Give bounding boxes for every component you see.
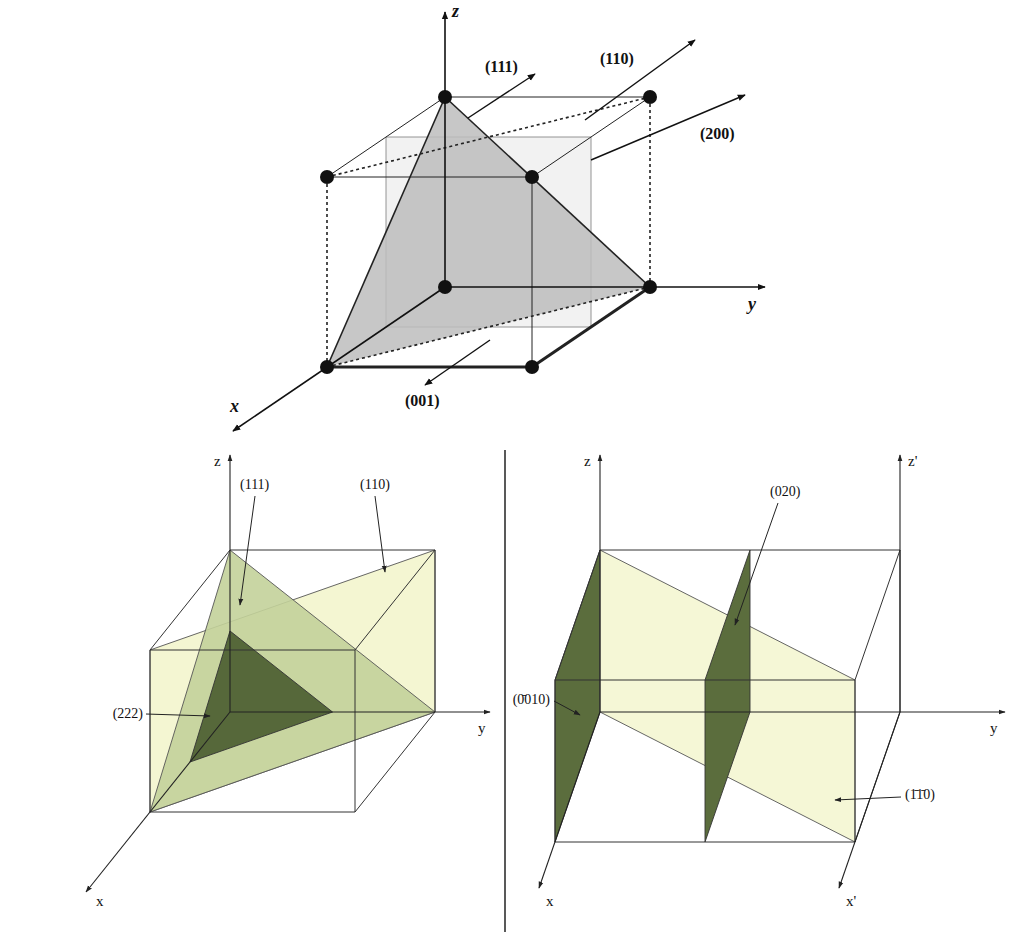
- plane-index: (020): [770, 484, 800, 500]
- lattice-points: [320, 90, 657, 374]
- plane-110: [150, 550, 435, 812]
- plane-index: (110): [360, 477, 390, 493]
- axis-label: x': [846, 893, 856, 910]
- axes: [539, 455, 1005, 888]
- leader-lines: [554, 503, 901, 800]
- plane-index: (111): [485, 58, 518, 76]
- cube-edges: [555, 550, 900, 842]
- axis-label: z: [452, 1, 459, 22]
- axis-label: z: [584, 453, 591, 470]
- plane-111: [327, 97, 650, 367]
- plane-111: [150, 550, 435, 812]
- plane-index: (1̄1̄0): [905, 787, 935, 803]
- leader-arrows: [425, 40, 745, 385]
- plane-index: (111): [240, 477, 269, 493]
- plane-index: (0̄010): [513, 692, 550, 708]
- axis-label: z': [908, 453, 917, 470]
- plane-index: (110): [600, 50, 634, 68]
- axis-label: y: [478, 720, 486, 737]
- panel-divider: [504, 450, 506, 932]
- axis-label: x: [546, 893, 554, 910]
- plane-010: [555, 550, 600, 842]
- axes: [86, 455, 490, 892]
- axis-label: x: [96, 893, 104, 910]
- top-cube-figure: [233, 12, 765, 431]
- axis-label: y: [990, 720, 998, 737]
- plane-222: [190, 631, 333, 762]
- axes: [233, 12, 765, 431]
- axis-label: x: [230, 396, 239, 417]
- bottom-left-cube: [86, 455, 490, 892]
- plane-index: (200): [700, 125, 735, 143]
- leader-lines: [146, 496, 385, 716]
- plane-index: (001): [405, 392, 440, 410]
- bottom-right-cube: [539, 455, 1005, 888]
- cube-edges: [150, 550, 435, 812]
- plane-1-10: [600, 550, 855, 842]
- plane-020: [705, 550, 750, 842]
- plane-index: (222): [113, 706, 143, 722]
- cube-edges: [327, 97, 650, 367]
- axis-label: y: [748, 294, 756, 315]
- axis-label: z: [214, 453, 221, 470]
